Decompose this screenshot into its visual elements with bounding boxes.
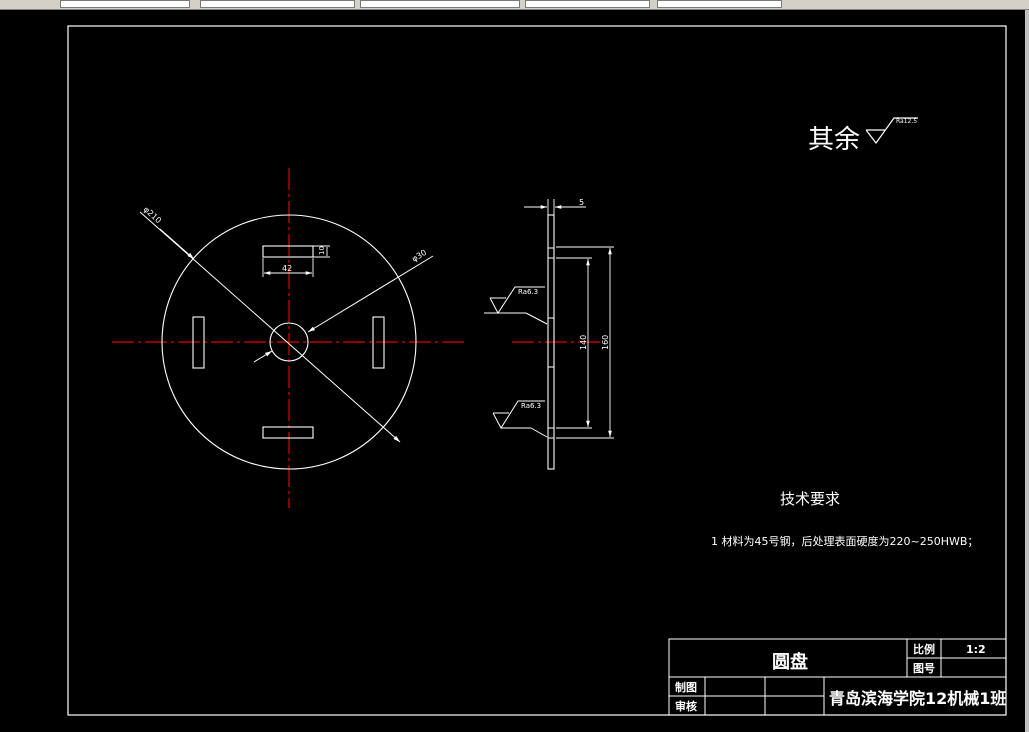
scale-label: 比例 — [913, 642, 935, 656]
front-view: φ210 φ30 42 10 — [112, 168, 464, 508]
toolbar-field-5[interactable] — [657, 0, 782, 8]
roughness-face-lower: Ra6.3 — [521, 402, 541, 410]
drawing-canvas[interactable]: 其余 Ra12.5 φ210 φ30 42 10 — [0, 10, 1025, 732]
title-block — [668, 638, 1007, 716]
outer-circle — [161, 214, 417, 470]
checked-by-label: 审核 — [675, 699, 697, 713]
dim-slot-width-text: 10 — [318, 246, 326, 255]
roughness-symbol-lower — [492, 400, 545, 429]
center-hole — [269, 322, 309, 362]
dim-160-text: 160 — [601, 335, 610, 350]
roughness-leader-diag-upper — [525, 312, 548, 325]
vertical-scrollbar[interactable] — [1025, 10, 1029, 732]
dim-center-diameter-arrow-inner — [253, 350, 273, 363]
drawing-no-label: 图号 — [913, 662, 935, 675]
default-roughness-note: 其余 Ra12.5 — [808, 117, 918, 155]
drawn-by-label: 制图 — [675, 680, 697, 694]
roughness-mark-lower: Ra6.3 — [492, 400, 548, 438]
tech-requirements-line1: 1 材料为45号钢，后处理表面硬度为220~250HWB； — [711, 534, 978, 548]
disc-profile — [547, 214, 555, 470]
roughness-face-upper: Ra6.3 — [518, 288, 538, 296]
toolbar-field-3[interactable] — [360, 0, 520, 8]
slot-right — [372, 316, 385, 369]
tech-requirements-title: 技术要求 — [780, 490, 840, 508]
side-view: 5 140 160 Ra6.3 Ra6.3 — [484, 198, 614, 470]
dim-center-diameter-line — [307, 255, 434, 333]
roughness-symbol-upper — [489, 286, 545, 314]
toolbar-field-2[interactable] — [200, 0, 355, 8]
dim-outer-diameter-line — [139, 211, 401, 443]
roughness-default-value: Ra12.5 — [896, 118, 917, 125]
toolbar — [0, 0, 1029, 10]
roughness-mark-upper: Ra6.3 — [484, 286, 548, 325]
dim-center-diameter-text: φ30 — [410, 248, 428, 264]
dim-thickness-text: 5 — [579, 198, 584, 207]
roughness-leader-diag-lower — [530, 427, 548, 438]
organization-name: 青岛滨海学院12机械1班 — [829, 689, 1006, 708]
drawing-border — [67, 25, 1007, 716]
toolbar-field-1[interactable] — [60, 0, 190, 8]
dim-outer-diameter-text: φ210 — [142, 205, 163, 225]
slot-top — [262, 245, 314, 258]
slot-left — [192, 316, 205, 369]
slot-bottom — [262, 426, 314, 439]
roughness-note-prefix: 其余 — [808, 125, 860, 155]
scale-value: 1:2 — [966, 643, 986, 656]
part-name: 圆盘 — [772, 651, 808, 673]
dim-140-text: 140 — [579, 335, 588, 350]
dim-outer-diameter-arrow-start — [159, 228, 195, 260]
toolbar-field-4[interactable] — [525, 0, 650, 8]
dim-slot-length-text: 42 — [282, 264, 292, 273]
